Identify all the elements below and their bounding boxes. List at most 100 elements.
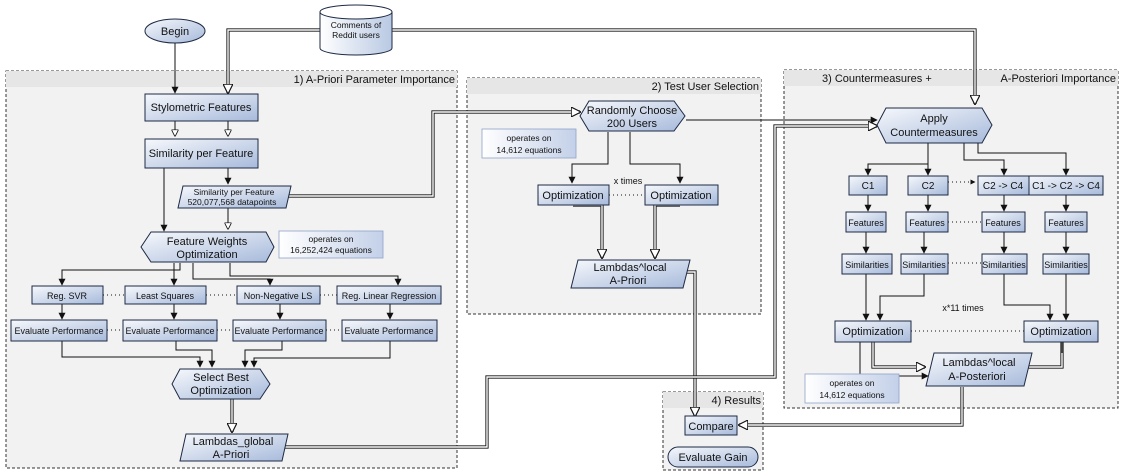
svg-text:Similarities: Similarities [1044,260,1088,270]
features-box-2: Features [905,211,949,233]
apply-countermeasures: Apply Countermeasures [876,107,993,144]
svg-text:A-Priori: A-Priori [610,275,647,287]
lambdas-local-a-priori: Lambdas^local A-Priori [570,259,691,289]
evaluate-gain: Evaluate Gain [667,446,759,468]
lambdas-global-a-priori: Lambdas_global A-Priori [179,433,289,462]
svg-text:Countermeasures: Countermeasures [890,127,978,139]
svg-text:Features: Features [909,218,945,228]
svg-text:Similarities: Similarities [902,260,946,270]
optimization-box-right: Optimization [644,184,719,206]
method-least-squares: Least Squares [124,285,207,305]
svg-text:Features: Features [985,218,1021,228]
svg-text:Randomly Choose: Randomly Choose [587,105,678,117]
svg-text:Similarities: Similarities [982,260,1026,270]
x-times-label: x times [614,176,643,186]
reddit-comments-database: Comments of Reddit users [319,4,393,56]
evaluate-performance-1: Evaluate Performance [10,319,108,342]
svg-text:A-Posteriori: A-Posteriori [948,371,1005,383]
method-reg-linear-regression: Reg. Linear Regression [336,285,442,305]
svg-text:Least Squares: Least Squares [136,291,195,301]
svg-text:Reddit users: Reddit users [332,30,380,40]
svg-text:Optimization: Optimization [190,385,251,397]
countermeasure-c1-c2-c4: C1 -> C2 -> C4 [1028,175,1104,196]
evaluate-performance-3: Evaluate Performance [232,319,327,342]
double-connectors [228,28,1064,449]
select-best-optimization: Select Best Optimization [171,368,271,400]
similarities-box-3: Similarities [981,253,1028,275]
svg-text:Evaluate Performance: Evaluate Performance [234,326,323,336]
countermeasure-c2-c4: C2 -> C4 [977,175,1030,196]
svg-text:Optimization: Optimization [1030,326,1091,338]
svg-text:Compare: Compare [688,421,733,433]
svg-text:C1: C1 [862,181,875,192]
operates-on-note: operates on 16,252,424 equations [278,230,384,259]
svg-text:Similarity per Feature: Similarity per Feature [194,187,275,197]
countermeasure-c1: C1 [848,175,888,196]
svg-text:A-Priori: A-Priori [213,449,250,461]
features-box-4: Features [1044,211,1088,233]
randomly-choose-users: Randomly Choose 200 Users [579,100,686,132]
svg-text:operates on: operates on [309,234,354,244]
svg-text:Lambdas_global: Lambdas_global [193,436,274,448]
svg-text:Optimization: Optimization [842,326,903,338]
panel-title: 4) Results [711,395,761,407]
svg-text:C1 -> C2 -> C4: C1 -> C2 -> C4 [1032,181,1100,192]
svg-text:Similarities: Similarities [845,260,889,270]
optimization-box-3-left: Optimization [834,320,912,343]
dotted-connectors [103,179,1024,332]
evaluate-performance-2: Evaluate Performance [122,319,218,342]
panel-title: 3) Countermeasures + [822,73,932,85]
operates-on-note-2: operates on 14,612 equations [481,128,577,159]
svg-text:520,077,568 datapoints: 520,077,568 datapoints [188,197,277,207]
method-non-negative-ls: Non-Negative LS [236,285,321,305]
svg-text:Features: Features [848,218,884,228]
svg-text:Evaluate Gain: Evaluate Gain [678,452,747,464]
similarities-box-1: Similarities [841,253,893,275]
svg-text:14,612 equations: 14,612 equations [819,390,884,400]
svg-text:Reg. SVR: Reg. SVR [47,291,88,301]
features-box-1: Features [845,211,887,233]
method-reg-svr: Reg. SVR [31,285,104,305]
svg-text:16,252,424 equations: 16,252,424 equations [290,245,372,255]
svg-text:Non-Negative LS: Non-Negative LS [244,291,313,301]
panel-title: 1) A-Priori Parameter Importance [294,74,455,86]
svg-text:Lambdas^local: Lambdas^local [593,262,666,274]
svg-text:Evaluate Performance: Evaluate Performance [344,326,433,336]
svg-text:Similarity per Feature: Similarity per Feature [149,148,254,160]
similarity-datapoints: Similarity per Feature 520,077,568 datap… [177,185,292,209]
svg-text:Evaluate Performance: Evaluate Performance [125,326,214,336]
lambdas-local-a-posteriori: Lambdas^local A-Posteriori [925,352,1033,387]
similarities-box-2: Similarities [900,253,949,275]
operates-on-note-3: operates on 14,612 equations [804,373,900,404]
svg-text:Optimization: Optimization [542,190,603,202]
features-box-3: Features [981,211,1026,233]
svg-text:200 Users: 200 Users [607,118,658,130]
optimization-box-3-right: Optimization [1023,320,1099,343]
panel-title: A-Posteriori Importance [1000,73,1116,85]
similarity-per-feature-box: Similarity per Feature [144,138,259,169]
optimization-box-left: Optimization [537,184,610,206]
svg-text:Evaluate Performance: Evaluate Performance [14,326,103,336]
svg-text:Select Best: Select Best [193,372,249,384]
svg-text:C2 -> C4: C2 -> C4 [983,181,1024,192]
similarities-box-4: Similarities [1042,253,1090,275]
svg-text:Optimization: Optimization [650,190,711,202]
begin-node: Begin [144,18,206,44]
panel-title: 2) Test User Selection [652,81,759,93]
feature-weights-optimization: Feature Weights Optimization [140,231,275,263]
svg-text:operates on: operates on [507,133,552,143]
svg-text:Apply: Apply [920,113,948,125]
stylometric-features-box: Stylometric Features [144,93,259,122]
svg-text:operates on: operates on [830,378,875,388]
svg-text:Feature Weights: Feature Weights [167,236,248,248]
countermeasure-c2: C2 [907,175,949,196]
evaluate-performance-4: Evaluate Performance [341,319,438,342]
svg-text:Lambdas^local: Lambdas^local [942,357,1015,369]
single-connectors [58,43,1070,456]
svg-text:Stylometric Features: Stylometric Features [151,102,252,114]
svg-text:14,612 equations: 14,612 equations [496,145,561,155]
svg-text:Optimization: Optimization [176,249,237,261]
x11-times-label: x*11 times [942,303,984,313]
svg-text:Begin: Begin [161,26,189,38]
